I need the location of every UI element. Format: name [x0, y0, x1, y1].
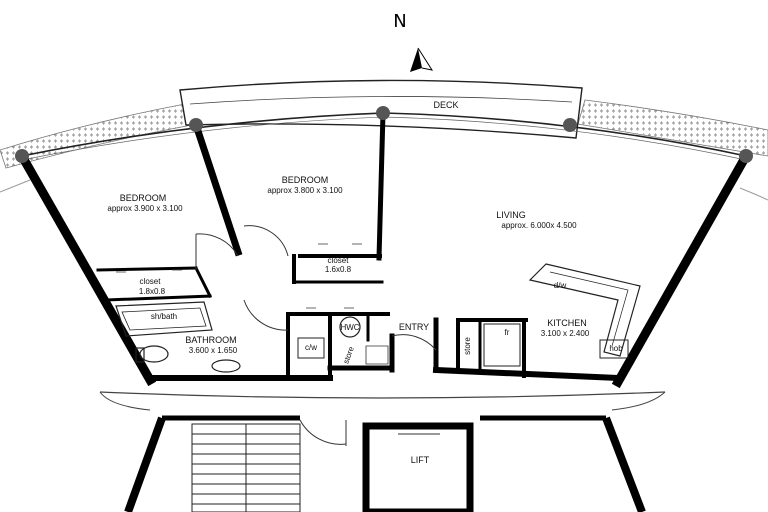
bathroom-size: 3.600 x 1.650 — [189, 346, 238, 355]
bath-label: sh/bath — [151, 312, 177, 321]
column-3 — [376, 106, 390, 120]
railing-right — [577, 99, 768, 157]
closet1-size: 1.8x0.8 — [139, 287, 166, 296]
deck-inner-line — [189, 96, 573, 105]
bedroom1-size: approx 3.900 x 3.100 — [107, 204, 183, 213]
cw-unit — [297, 337, 325, 359]
wall-south-right — [432, 366, 622, 382]
railing-right-edge — [739, 187, 768, 201]
bathroom-basin — [211, 359, 241, 373]
lift-label: LIFT — [411, 455, 430, 465]
walls — [15, 110, 753, 389]
north-letter: N — [393, 11, 406, 32]
north-arrow-icon — [410, 48, 422, 72]
wall-closet1-south — [104, 294, 212, 302]
toilet-tank — [135, 347, 145, 363]
living-size: approx. 6.000x 4.500 — [501, 221, 577, 230]
column-2 — [189, 118, 203, 132]
door-swings — [195, 225, 437, 446]
store-box — [365, 345, 389, 365]
kitchen-label: KITCHEN — [547, 318, 587, 328]
lower-corridor-left — [99, 391, 151, 411]
balcony-railing — [0, 99, 768, 201]
door-stair — [299, 419, 347, 445]
wall-core-west — [124, 416, 166, 512]
store1-label: store — [341, 345, 356, 365]
closet2-label: closet — [328, 256, 350, 265]
wall-closet1-east — [193, 265, 213, 299]
hwc-cylinder — [339, 316, 361, 338]
column-1 — [15, 149, 29, 163]
cw-label: c/w — [305, 343, 317, 352]
dishwasher-label: d/w — [554, 281, 567, 290]
living-label: LIVING — [496, 210, 526, 220]
wall-core-east — [602, 416, 646, 512]
closet1-label: closet — [140, 277, 162, 286]
kitchen-counter — [528, 263, 641, 357]
wall-bedroom-divider — [191, 120, 243, 257]
door-entry — [391, 334, 437, 351]
door-bedroom1 — [195, 233, 239, 257]
fridge-label: fr — [505, 328, 510, 337]
kitchen-size: 3.100 x 2.400 — [541, 329, 590, 338]
hob-unit — [599, 339, 629, 359]
bedroom1-label: BEDROOM — [120, 193, 167, 203]
wall-closet1-north — [96, 266, 198, 272]
door-bedroom2 — [243, 225, 289, 257]
bathroom-label: BATHROOM — [185, 335, 236, 345]
lower-core: LIFT — [99, 391, 666, 512]
bedroom2-size: approx 3.800 x 3.100 — [267, 186, 343, 195]
railing-left-edge — [0, 179, 31, 193]
closet2-size: 1.6x0.8 — [325, 265, 352, 274]
kitchen-counter-inner — [549, 271, 629, 347]
bathtub — [115, 301, 213, 337]
wall-west — [15, 149, 157, 387]
store2-label: store — [463, 337, 472, 355]
swing-marks — [116, 243, 362, 309]
wall-bedroom2-east — [376, 110, 386, 261]
deck-label: DECK — [433, 100, 458, 110]
north-arrow: N — [393, 11, 434, 72]
kitchen-fixtures — [483, 263, 641, 367]
bathroom-fixtures — [115, 301, 361, 373]
lift-shaft — [362, 422, 474, 512]
hwc-label: HWC — [340, 323, 359, 332]
bathtub-inner — [121, 307, 207, 331]
entry-label: ENTRY — [399, 322, 429, 332]
lower-corridor-right — [611, 391, 666, 411]
room-labels: BEDROOM approx 3.900 x 3.100 BEDROOM app… — [107, 175, 623, 365]
stair-treads — [191, 423, 301, 512]
bedroom2-label: BEDROOM — [282, 175, 329, 185]
lower-corridor-arc — [99, 391, 666, 399]
hob-label: hob — [609, 344, 623, 353]
door-bathroom — [243, 299, 289, 331]
north-arrow-outline — [417, 47, 434, 71]
toilet — [139, 345, 169, 363]
wall-east — [611, 149, 753, 389]
column-4 — [563, 118, 577, 132]
columns — [15, 106, 753, 163]
fridge-space — [483, 323, 521, 367]
column-5 — [739, 149, 753, 163]
